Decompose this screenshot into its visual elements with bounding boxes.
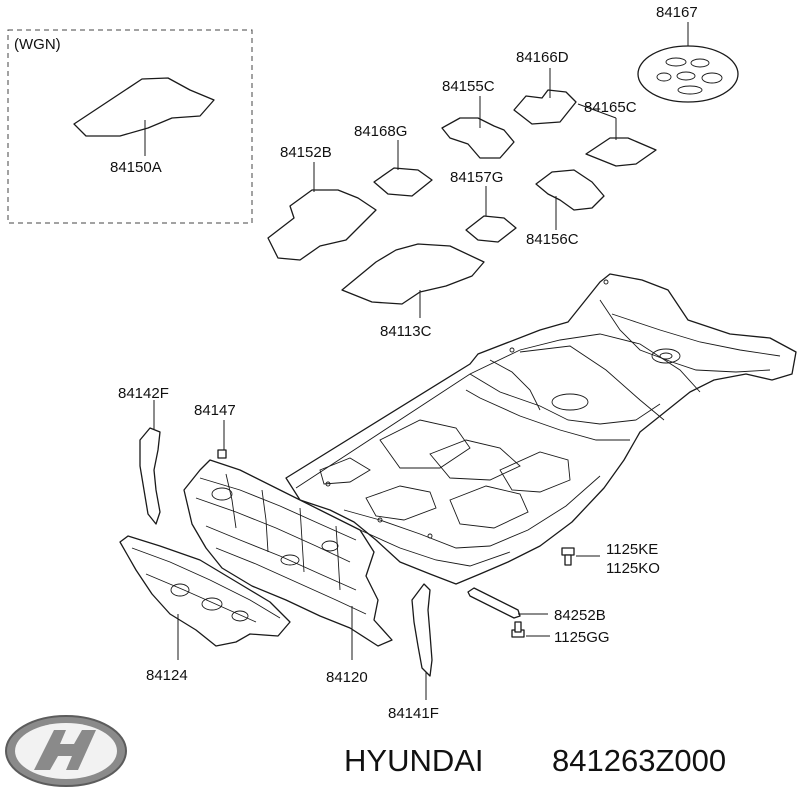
- label-84141F: 84141F: [388, 705, 439, 722]
- bolt-1125GG: [511, 621, 525, 638]
- label-84157G: 84157G: [450, 169, 503, 186]
- clip-84147: [217, 449, 227, 459]
- label-84124: 84124: [146, 667, 188, 684]
- label-84150A: 84150A: [110, 159, 162, 176]
- wgn-label: (WGN): [14, 36, 61, 53]
- label-84168G: 84168G: [354, 123, 407, 140]
- label-84120: 84120: [326, 669, 368, 686]
- label-84142F: 84142F: [118, 385, 169, 402]
- hyundai-logo-icon: [5, 715, 127, 787]
- floor-pan-assembly: [285, 273, 797, 585]
- dash-panel-84120: [183, 459, 393, 647]
- part-number: 841263Z000: [552, 743, 726, 778]
- brand-name: HYUNDAI: [344, 743, 484, 778]
- pad-84157G: [465, 215, 517, 243]
- bracket-84141F: [411, 583, 433, 677]
- leader-84165C: [577, 103, 617, 119]
- pad-84166D: [513, 89, 577, 125]
- bolt-1125KE: [561, 547, 575, 566]
- pad-84155C: [441, 117, 515, 159]
- label-1125KO: 1125KO: [606, 560, 660, 577]
- mat-84152B: [267, 189, 377, 261]
- label-84156C: 84156C: [526, 231, 579, 248]
- mat-84113C: [341, 243, 485, 305]
- label-84152B: 84152B: [280, 144, 332, 161]
- label-84252B: 84252B: [554, 607, 606, 624]
- wgn-group-box: [7, 29, 253, 224]
- insulator-84124: [119, 535, 291, 647]
- label-84165C: 84165C: [584, 99, 637, 116]
- label-84167: 84167: [656, 4, 698, 21]
- pad-84156C: [535, 169, 605, 211]
- pad-84165C: [585, 137, 657, 167]
- mat-84150A: [73, 77, 215, 137]
- strap-84252B: [467, 587, 521, 619]
- pad-84168G: [373, 167, 433, 197]
- label-84147: 84147: [194, 402, 236, 419]
- label-1125GG: 1125GG: [554, 629, 610, 646]
- cover-84167: [637, 45, 739, 103]
- label-84166D: 84166D: [516, 49, 569, 66]
- label-1125KE: 1125KE: [606, 541, 658, 558]
- label-84113C: 84113C: [380, 323, 432, 340]
- bracket-84142F: [139, 427, 161, 525]
- label-84155C: 84155C: [442, 78, 495, 95]
